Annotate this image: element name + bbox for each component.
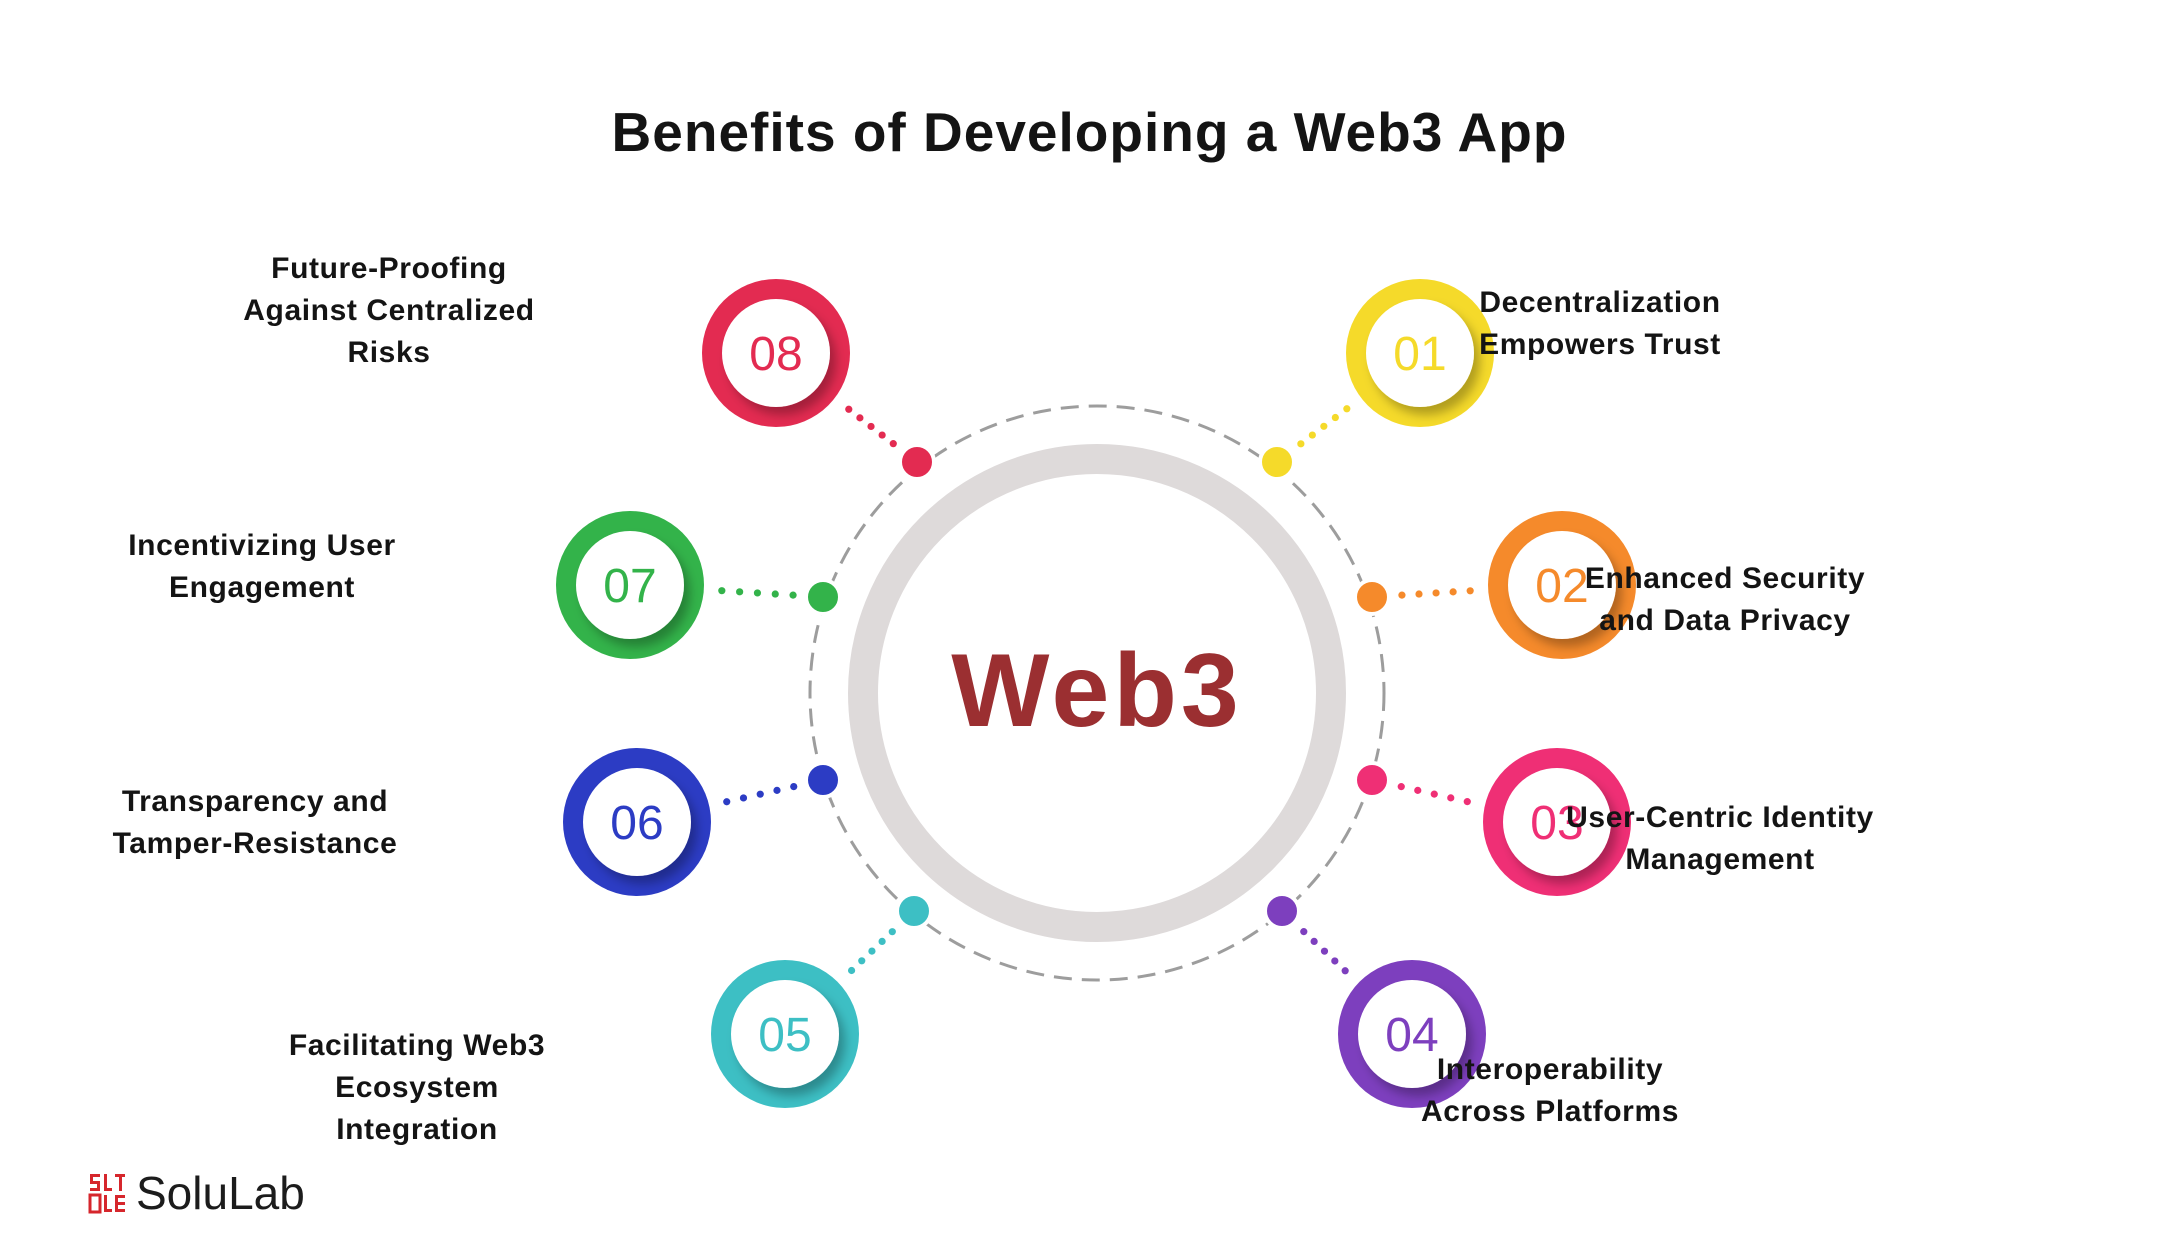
connector-dot	[1414, 786, 1422, 794]
benefit-node-04: 04	[1263, 892, 1486, 1108]
connector-dot	[868, 947, 876, 955]
benefit-label-01: Decentralization Empowers Trust	[1479, 286, 1721, 361]
benefit-number: 07	[603, 560, 656, 613]
connector-dot	[1308, 431, 1316, 439]
benefit-node-01: 01	[1258, 279, 1494, 481]
benefit-label-07: Incentivizing User Engagement	[128, 529, 396, 604]
connector-dot	[1466, 587, 1474, 595]
benefit-node-05: 05	[711, 892, 933, 1108]
connector-dot	[718, 587, 726, 595]
connector-dot	[1300, 928, 1308, 936]
orbit-marker	[895, 892, 933, 930]
number-disk	[722, 299, 830, 407]
number-disk	[1508, 531, 1616, 639]
number-disk	[731, 980, 839, 1088]
connector-dot	[789, 591, 797, 599]
connector-dot	[756, 790, 764, 798]
solulab-logo-mark	[88, 1174, 125, 1214]
connector-dot	[1397, 783, 1405, 791]
connector-dot	[1297, 440, 1305, 448]
connector-dot	[790, 783, 798, 791]
connector-dot	[1331, 957, 1339, 965]
orbit-marker	[804, 761, 842, 799]
benefit-label-08: Future-Proofing Against Centralized Risk…	[243, 252, 535, 369]
benefit-node-08: 08	[702, 279, 936, 481]
connector-dot	[1343, 405, 1351, 413]
benefit-number: 01	[1393, 328, 1446, 381]
dashed-orbit-ring	[808, 404, 1386, 982]
connector-dot	[736, 588, 744, 596]
benefit-number: 02	[1535, 560, 1588, 613]
connector-dot	[858, 957, 866, 965]
connector-dot	[1310, 937, 1318, 946]
connector-dot	[1463, 798, 1471, 806]
number-disk	[1366, 299, 1474, 407]
number-disk	[583, 768, 691, 876]
connector-dot	[856, 414, 864, 422]
connector-dot	[867, 422, 875, 431]
benefit-label-05: Facilitating Web3 Ecosystem Integration	[288, 1029, 546, 1146]
benefit-number: 08	[749, 328, 802, 381]
benefit-node-03: 03	[1353, 748, 1631, 896]
connector-dot	[889, 440, 897, 448]
benefit-label-06: Transparency and Tamper-Resistance	[112, 785, 398, 860]
connector-dot	[771, 590, 779, 598]
benefit-node-02: 02	[1353, 511, 1636, 659]
connector-dot	[723, 798, 731, 806]
center-label: Web3	[951, 633, 1243, 749]
benefit-number: 05	[758, 1009, 811, 1062]
logo-text: SoluLab	[136, 1167, 305, 1219]
solulab-logo: SoluLab	[88, 1163, 305, 1223]
connector-dot	[753, 589, 762, 597]
diagram-title: Benefits of Developing a Web3 App	[611, 101, 1568, 163]
orbit-marker	[1353, 578, 1391, 616]
connector-dot	[878, 431, 886, 439]
connector-dot	[1432, 589, 1440, 597]
connector-dot	[1398, 591, 1406, 599]
orbit-marker	[1258, 443, 1296, 481]
benefit-number: 04	[1385, 1009, 1438, 1062]
connector-dot	[1331, 413, 1339, 422]
connector-dot	[888, 928, 896, 936]
connector-dot	[1320, 422, 1328, 430]
benefit-label-03: User-Centric Identity Management	[1566, 801, 1874, 876]
connector-dot	[847, 966, 856, 975]
benefit-label-04: Interoperability Across Platforms	[1420, 1053, 1680, 1128]
connector-dot	[878, 937, 886, 946]
orbit-marker	[804, 578, 842, 616]
connector-dot	[1430, 790, 1438, 798]
orbit-marker	[1353, 761, 1391, 799]
center-ring	[848, 444, 1346, 942]
connector-dot	[845, 405, 853, 413]
connector-dot	[1449, 588, 1457, 596]
benefit-node-06: 06	[563, 748, 842, 896]
number-disk	[576, 531, 684, 639]
connector-dot	[1320, 947, 1329, 955]
connector-dot	[1447, 794, 1455, 802]
orbit-marker	[898, 443, 936, 481]
connector-dot	[773, 786, 781, 794]
connector-dot	[1341, 967, 1349, 975]
benefit-number: 03	[1530, 797, 1583, 850]
orbit-marker	[1263, 892, 1301, 930]
number-disk	[1358, 980, 1466, 1088]
connector-dot	[1415, 590, 1423, 598]
benefit-node-07: 07	[556, 511, 842, 659]
benefit-number: 06	[610, 797, 663, 850]
benefit-label-02: Enhanced Security and Data Privacy	[1584, 562, 1866, 637]
number-disk	[1503, 768, 1611, 876]
connector-dot	[739, 794, 748, 802]
